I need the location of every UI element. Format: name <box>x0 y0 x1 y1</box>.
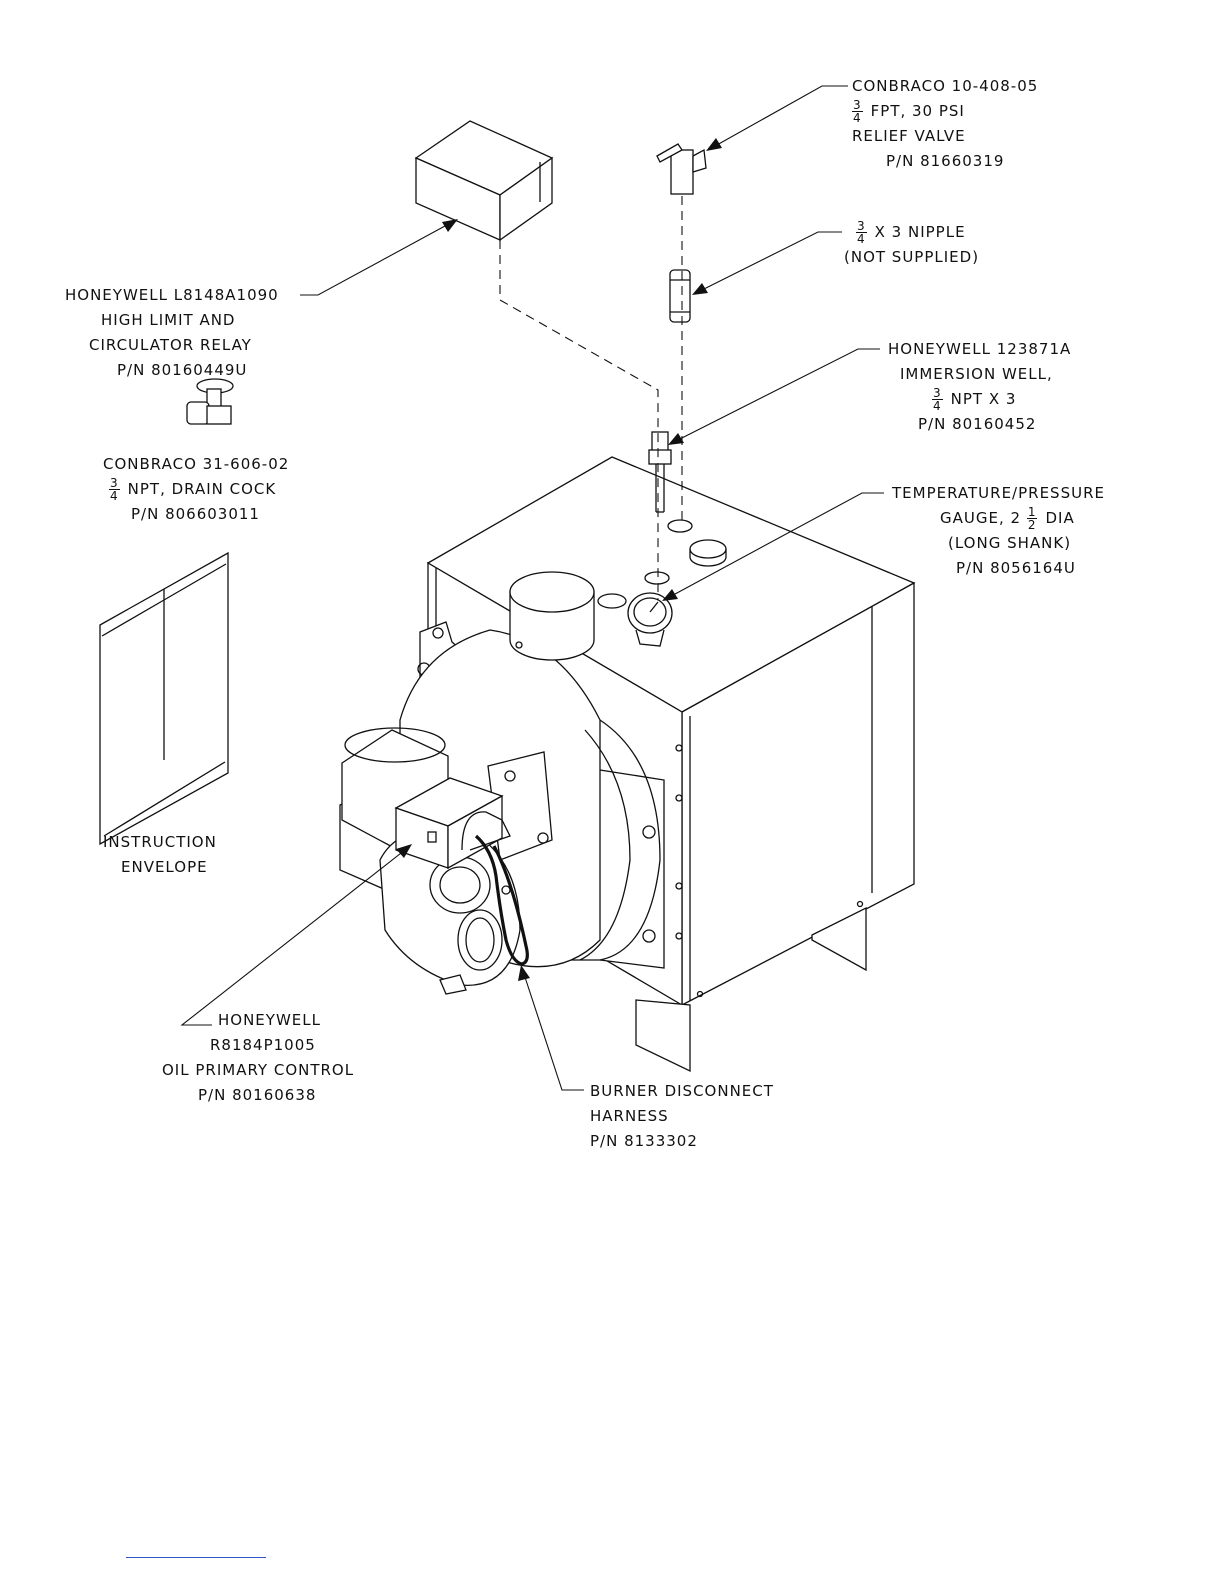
relief-valve <box>656 143 707 195</box>
relay-dashed-path <box>499 240 659 600</box>
drain-cock <box>186 378 234 425</box>
leader-relief-valve <box>706 85 848 151</box>
immersion-well <box>648 431 672 513</box>
harness-connector <box>501 885 511 895</box>
pipe-nipple <box>669 269 691 323</box>
leader-harness <box>518 965 584 1091</box>
leader-oil-primary <box>180 844 412 1026</box>
flue-collar <box>509 571 595 661</box>
leader-relay <box>300 219 458 296</box>
leader-gauge <box>662 492 884 601</box>
high-limit-relay-box <box>414 120 554 242</box>
temperature-pressure-gauge <box>627 592 673 647</box>
oil-primary-control-box <box>394 777 511 870</box>
label-burner-harness: BURNER DISCONNECT HARNESS P/N 8133302 <box>590 1082 774 1150</box>
label-high-limit-relay: HONEYWELL L8148A1090 HIGH LIMIT AND CIRC… <box>65 286 279 379</box>
instruction-envelope <box>99 551 229 846</box>
footer-rule <box>126 1557 266 1558</box>
leader-nipple <box>692 231 842 295</box>
burner-harness-wire <box>474 834 529 966</box>
label-oil-primary-control: HONEYWELL R8184P1005 OIL PRIMARY CONTROL… <box>162 1011 355 1104</box>
label-instruction-envelope: INSTRUCTION ENVELOPE <box>103 833 217 876</box>
leader-immersion-well <box>668 348 880 445</box>
